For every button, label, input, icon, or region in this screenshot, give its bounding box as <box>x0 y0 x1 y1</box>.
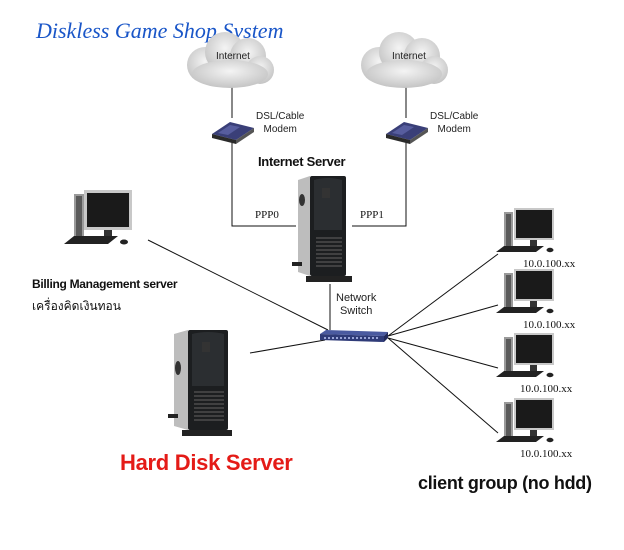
ppp0-label: PPP0 <box>255 209 279 221</box>
internet-server-label: Internet Server <box>258 154 346 169</box>
modem-label-1: DSL/Cable Modem <box>256 110 304 136</box>
internet-server-tower <box>288 174 356 291</box>
client-1-ip: 10.0.100.xx <box>523 258 576 270</box>
desktop-computer-icon <box>496 208 554 253</box>
modem-1 <box>210 118 256 149</box>
server-tower-icon <box>292 176 352 282</box>
switch-label: Network Switch <box>336 292 376 318</box>
internet-label-2: Internet <box>392 51 426 62</box>
hard-disk-server-tower <box>166 328 236 445</box>
wire-hdd-switch <box>249 339 326 354</box>
wire-switch-client1 <box>387 253 499 337</box>
internet-cloud-1: Internet <box>180 30 280 95</box>
wire-modem2-server-ppp1 <box>352 140 407 227</box>
network-switch <box>318 328 388 351</box>
client-3 <box>494 331 566 386</box>
internet-label-1: Internet <box>216 51 250 62</box>
billing-server-sublabel: เครื่องคิดเงินทอน <box>32 299 121 313</box>
wire-switch-client2 <box>387 304 499 337</box>
network-switch-icon <box>320 330 388 342</box>
desktop-computer-icon <box>64 190 132 245</box>
hard-disk-server-label: Hard Disk Server <box>120 450 293 475</box>
modem-label-1-line1: DSL/Cable <box>256 111 305 122</box>
modem-icon <box>386 122 428 144</box>
modem-label-1-line2: Modem <box>263 124 297 135</box>
server-tower-icon <box>168 330 232 436</box>
modem-label-2-line1: DSL/Cable <box>430 111 479 122</box>
cloud-icon <box>187 32 274 88</box>
client-1 <box>494 206 566 261</box>
client-2 <box>494 267 566 322</box>
wire-modem1-server-ppp0 <box>231 140 296 227</box>
client-group-label: client group (no hdd) <box>418 473 592 493</box>
diagram-title: Diskless Game Shop System <box>36 18 284 43</box>
billing-server-label: Billing Management server <box>32 277 178 291</box>
modem-label-2: DSL/Cable Modem <box>430 110 478 136</box>
modem-icon <box>212 122 254 144</box>
ppp1-label: PPP1 <box>360 209 384 221</box>
client-4 <box>494 396 566 451</box>
wire-switch-client4 <box>387 337 499 434</box>
wire-billing-switch <box>147 239 329 331</box>
desktop-computer-icon <box>496 333 554 378</box>
wire-switch-client3 <box>387 337 499 369</box>
desktop-computer-icon <box>496 398 554 443</box>
client-3-ip: 10.0.100.xx <box>520 383 573 395</box>
internet-cloud-2: Internet <box>354 30 454 95</box>
client-4-ip: 10.0.100.xx <box>520 448 573 460</box>
modem-label-2-line2: Modem <box>437 124 471 135</box>
modem-2 <box>384 118 430 149</box>
switch-label-line1: Network <box>336 292 377 304</box>
client-2-ip: 10.0.100.xx <box>523 319 576 331</box>
desktop-computer-icon <box>496 269 554 314</box>
cloud-icon <box>361 32 448 88</box>
billing-pc <box>62 188 142 255</box>
switch-label-line2: Switch <box>339 305 373 317</box>
